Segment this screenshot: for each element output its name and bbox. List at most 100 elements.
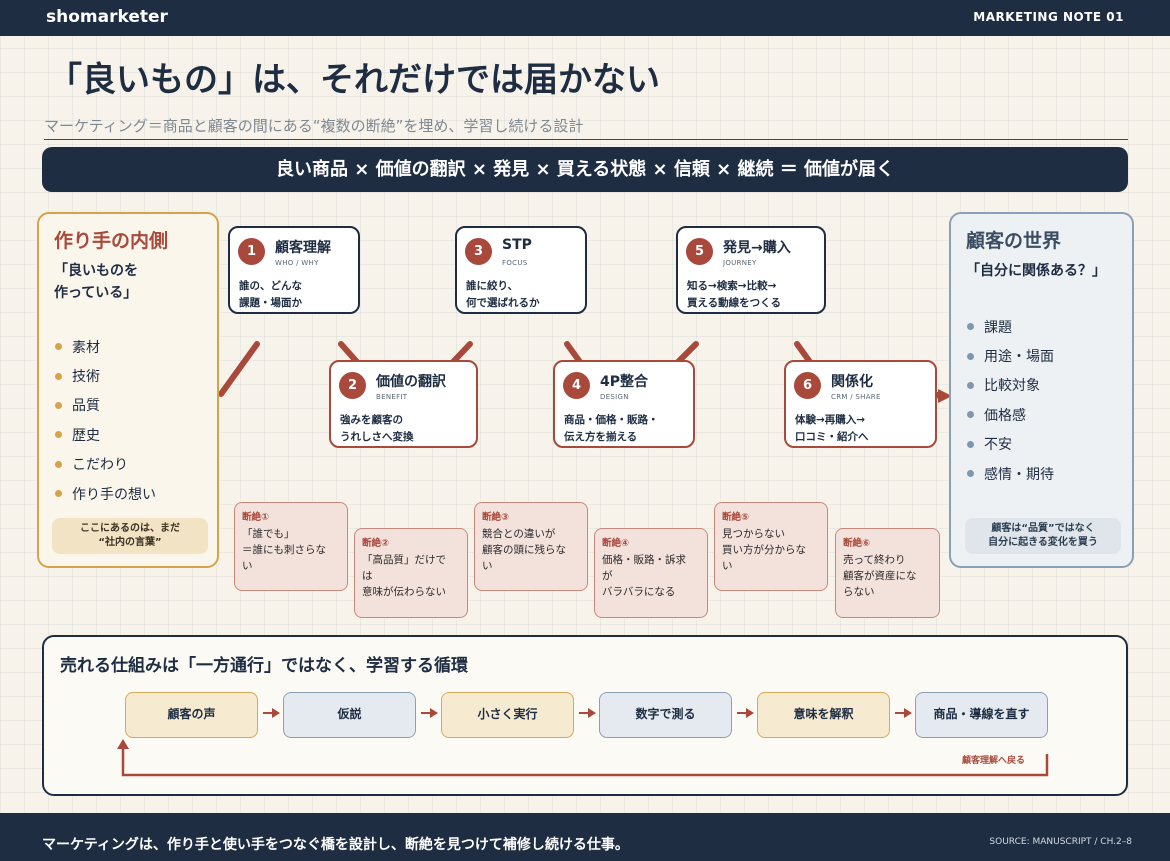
loop-back-arrow xyxy=(117,739,1049,777)
top-bar: shomarketer MARKETING NOTE 01 xyxy=(0,0,1170,36)
list-item: 価格感 xyxy=(967,400,1054,429)
bullet-dot-icon xyxy=(55,460,62,468)
step-name: STP xyxy=(502,237,532,253)
footer-message: マーケティングは、作り手と使い手をつなぐ橋を設計し、断絶を見つけて補修し続ける仕… xyxy=(42,837,629,853)
gap-text: 「高品質」だけで は 意味が伝わらない xyxy=(362,554,446,598)
gap-card-2: 断絶② 「高品質」だけで は 意味が伝わらない xyxy=(354,528,468,618)
gap-text: 売って終わり 顧客が資産にな らない xyxy=(843,554,917,598)
step-number-badge: 5 xyxy=(686,238,713,265)
bullet-dot-icon xyxy=(55,343,62,351)
maker-list: 素材 技術 品質 歴史 こだわり 作り手の想い xyxy=(55,332,156,508)
gap-tag: 断絶⑥ xyxy=(843,538,871,549)
gap-card-4: 断絶④ 価格・販路・訴求 が バラバラになる xyxy=(594,528,708,618)
step-card-4p-alignment: 4 4P整合 DESIGN 商品・価格・販路・ 伝え方を揃える xyxy=(553,360,695,448)
step-card-customer-understanding: 1 顧客理解 WHO / WHY 誰の、どんな 課題・場面か xyxy=(228,226,360,314)
source-credit: SOURCE: MANUSCRIPT / CH.2–8 xyxy=(989,837,1132,847)
loop-back-label: 顧客理解へ戻る xyxy=(962,756,1026,766)
step-name: 4P整合 xyxy=(600,374,649,390)
arrow-right-icon xyxy=(895,708,912,718)
bullet-dot-icon xyxy=(967,381,974,389)
cycle-title: 売れる仕組みは「一方通行」ではなく、学習する循環 xyxy=(60,656,468,676)
footer-bar: マーケティングは、作り手と使い手をつなぐ橋を設計し、断絶を見つけて補修し続ける仕… xyxy=(0,813,1170,861)
step-number-badge: 4 xyxy=(563,372,590,399)
step-card-relationship: 6 関係化 CRM / SHARE 体験→再購入→ 口コミ・紹介へ xyxy=(784,360,937,448)
arrow-right-icon xyxy=(263,708,280,718)
list-item: 不安 xyxy=(967,430,1054,459)
gap-text: 競合との違いが 顧客の頭に残らな い xyxy=(482,528,566,572)
gap-card-5: 断絶⑤ 見つからない 買い方が分からな い xyxy=(714,502,828,591)
cycle-step-fix-product: 商品・導線を直す xyxy=(915,692,1048,738)
step-description: 体験→再購入→ 口コミ・紹介へ xyxy=(795,414,869,443)
bullet-dot-icon xyxy=(967,440,974,448)
maker-panel: 作り手の内側 「良いものを 作っている」 素材 技術 品質 歴史 こだわり 作り… xyxy=(37,212,219,568)
maker-quote: 「良いものを 作っている」 xyxy=(54,263,138,301)
list-item: 用途・場面 xyxy=(967,341,1054,370)
page-subtitle: マーケティング＝商品と顧客の間にある“複数の断絶”を埋め、学習し続ける設計 xyxy=(44,117,584,135)
bullet-dot-icon xyxy=(55,401,62,409)
step-subtitle: FOCUS xyxy=(502,259,528,267)
connector-line xyxy=(218,341,260,397)
bullet-dot-icon xyxy=(967,323,974,331)
bullet-dot-icon xyxy=(55,372,62,380)
list-item: 作り手の想い xyxy=(55,479,156,508)
bullet-dot-icon xyxy=(55,490,62,498)
gap-tag: 断絶⑤ xyxy=(722,512,750,523)
gap-tag: 断絶② xyxy=(362,538,390,549)
step-subtitle: WHO / WHY xyxy=(275,259,319,267)
gap-text: 価格・販路・訴求 が バラバラになる xyxy=(602,554,686,598)
customer-list: 課題 用途・場面 比較対象 価格感 不安 感情・期待 xyxy=(967,312,1054,488)
gap-tag: 断絶④ xyxy=(602,538,630,549)
note-label: MARKETING NOTE 01 xyxy=(973,10,1124,24)
list-item: こだわり xyxy=(55,450,156,479)
step-name: 顧客理解 xyxy=(275,240,331,256)
customer-panel: 顧客の世界 「自分に関係ある？」 課題 用途・場面 比較対象 価格感 不安 感情… xyxy=(949,212,1134,568)
maker-title: 作り手の内側 xyxy=(54,230,169,252)
customer-note: 顧客は“品質”ではなく 自分に起きる変化を買う xyxy=(965,518,1121,554)
cycle-step-small-execution: 小さく実行 xyxy=(441,692,574,738)
bullet-dot-icon xyxy=(967,470,974,478)
divider xyxy=(44,139,1128,140)
cycle-step-measure: 数字で測る xyxy=(599,692,732,738)
step-description: 誰に絞り、 何で選ばれるか xyxy=(466,280,540,309)
list-item: 品質 xyxy=(55,391,156,420)
cycle-step-hypothesis: 仮説 xyxy=(283,692,416,738)
connector-line xyxy=(450,341,473,365)
step-name: 発見→購入 xyxy=(723,240,791,256)
gap-tag: 断絶① xyxy=(242,512,270,523)
cycle-step-interpret: 意味を解釈 xyxy=(757,692,890,738)
connector-line xyxy=(675,341,699,365)
step-subtitle: CRM / SHARE xyxy=(831,393,881,401)
step-description: 強みを顧客の うれしさへ変換 xyxy=(340,414,414,443)
gap-text: 「誰でも」 ＝誰にも刺さらな い xyxy=(242,528,326,572)
step-card-stp: 3 STP FOCUS 誰に絞り、 何で選ばれるか xyxy=(455,226,587,314)
step-number-badge: 1 xyxy=(238,238,265,265)
step-subtitle: BENEFIT xyxy=(376,393,408,401)
list-item: 素材 xyxy=(55,332,156,361)
arrow-right-icon xyxy=(421,708,438,718)
formula-banner: 良い商品 × 価値の翻訳 × 発見 × 買える状態 × 信頼 × 継続 ＝ 価値… xyxy=(42,147,1128,192)
step-name: 価値の翻訳 xyxy=(376,374,446,390)
customer-quote: 「自分に関係ある？」 xyxy=(966,263,1106,279)
list-item: 比較対象 xyxy=(967,371,1054,400)
connector-arrowhead xyxy=(938,389,952,403)
step-description: 知る→検索→比較→ 買える動線をつくる xyxy=(687,280,781,309)
customer-title: 顧客の世界 xyxy=(966,230,1062,252)
step-description: 誰の、どんな 課題・場面か xyxy=(239,280,302,309)
bullet-dot-icon xyxy=(55,431,62,439)
bullet-dot-icon xyxy=(967,411,974,419)
step-subtitle: JOURNEY xyxy=(723,259,757,267)
step-number-badge: 3 xyxy=(465,238,492,265)
maker-note: ここにあるのは、まだ “社内の言葉” xyxy=(52,518,208,554)
connector-line xyxy=(338,341,360,365)
step-card-value-translation: 2 価値の翻訳 BENEFIT 強みを顧客の うれしさへ変換 xyxy=(329,360,478,448)
bullet-dot-icon xyxy=(967,352,974,360)
list-item: 歴史 xyxy=(55,420,156,449)
brand-logo-text[interactable]: shomarketer xyxy=(46,7,168,27)
arrow-right-icon xyxy=(737,708,754,718)
learning-cycle-panel: 売れる仕組みは「一方通行」ではなく、学習する循環 顧客の声 仮説 小さく実行 数… xyxy=(42,635,1128,796)
page-title: 「良いもの」は、それだけでは届かない xyxy=(48,60,660,100)
step-subtitle: DESIGN xyxy=(600,393,629,401)
gap-card-6: 断絶⑥ 売って終わり 顧客が資産にな らない xyxy=(835,528,940,618)
step-card-discovery-purchase: 5 発見→購入 JOURNEY 知る→検索→比較→ 買える動線をつくる xyxy=(676,226,826,314)
list-item: 技術 xyxy=(55,361,156,390)
